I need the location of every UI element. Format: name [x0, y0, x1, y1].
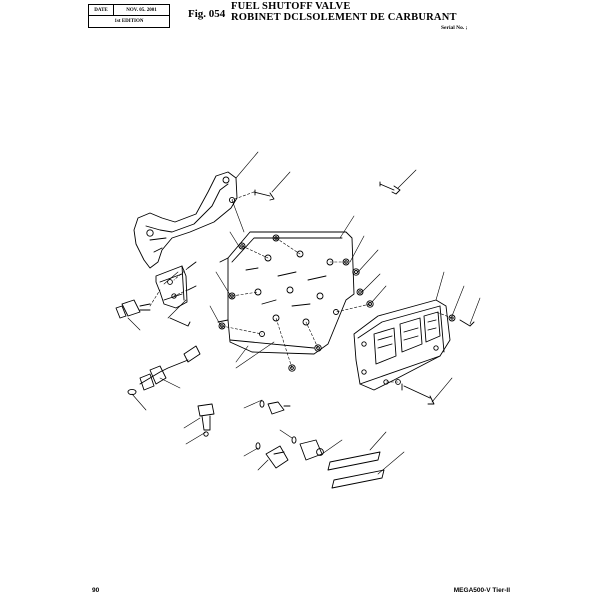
assembly-guide-lines — [149, 191, 453, 383]
date-row: DATE NOV. 05. 2001 — [89, 5, 169, 16]
figure-number: Fig. 054 — [188, 8, 226, 20]
fuel-sensor-2 — [259, 400, 291, 415]
serial-number-label: Serial No. ; — [441, 25, 468, 31]
decal-labels — [327, 451, 385, 489]
date-value: NOV. 05. 2001 — [126, 7, 157, 13]
temperature-sensor-1 — [255, 442, 289, 469]
fasteners — [169, 181, 475, 405]
engine-control-module — [353, 299, 451, 391]
ecm-mounting-plate — [217, 231, 355, 355]
edition-row: 1st EDITION — [89, 16, 169, 27]
fuel-sensor-1 — [197, 403, 215, 437]
edition-label: 1st EDITION — [114, 19, 144, 24]
title-french: ROBINET DCLSOLEMENT DE CARBURANT — [231, 12, 457, 23]
date-label: DATE — [89, 5, 114, 15]
model-name: MEGA500-V Tier-II — [453, 587, 510, 594]
title-english: FUEL SHUTOFF VALVE — [231, 1, 351, 12]
temperature-sensor-2 — [291, 436, 324, 461]
harness-connector — [127, 345, 201, 396]
fuel-shutoff-valve — [115, 299, 151, 319]
mounting-bracket — [133, 171, 238, 269]
valve-bracket — [155, 265, 188, 309]
edition-info-table: DATE NOV. 05. 2001 1st EDITION — [88, 4, 170, 28]
page-number: 90 — [92, 587, 100, 594]
leader-lines — [127, 151, 481, 475]
